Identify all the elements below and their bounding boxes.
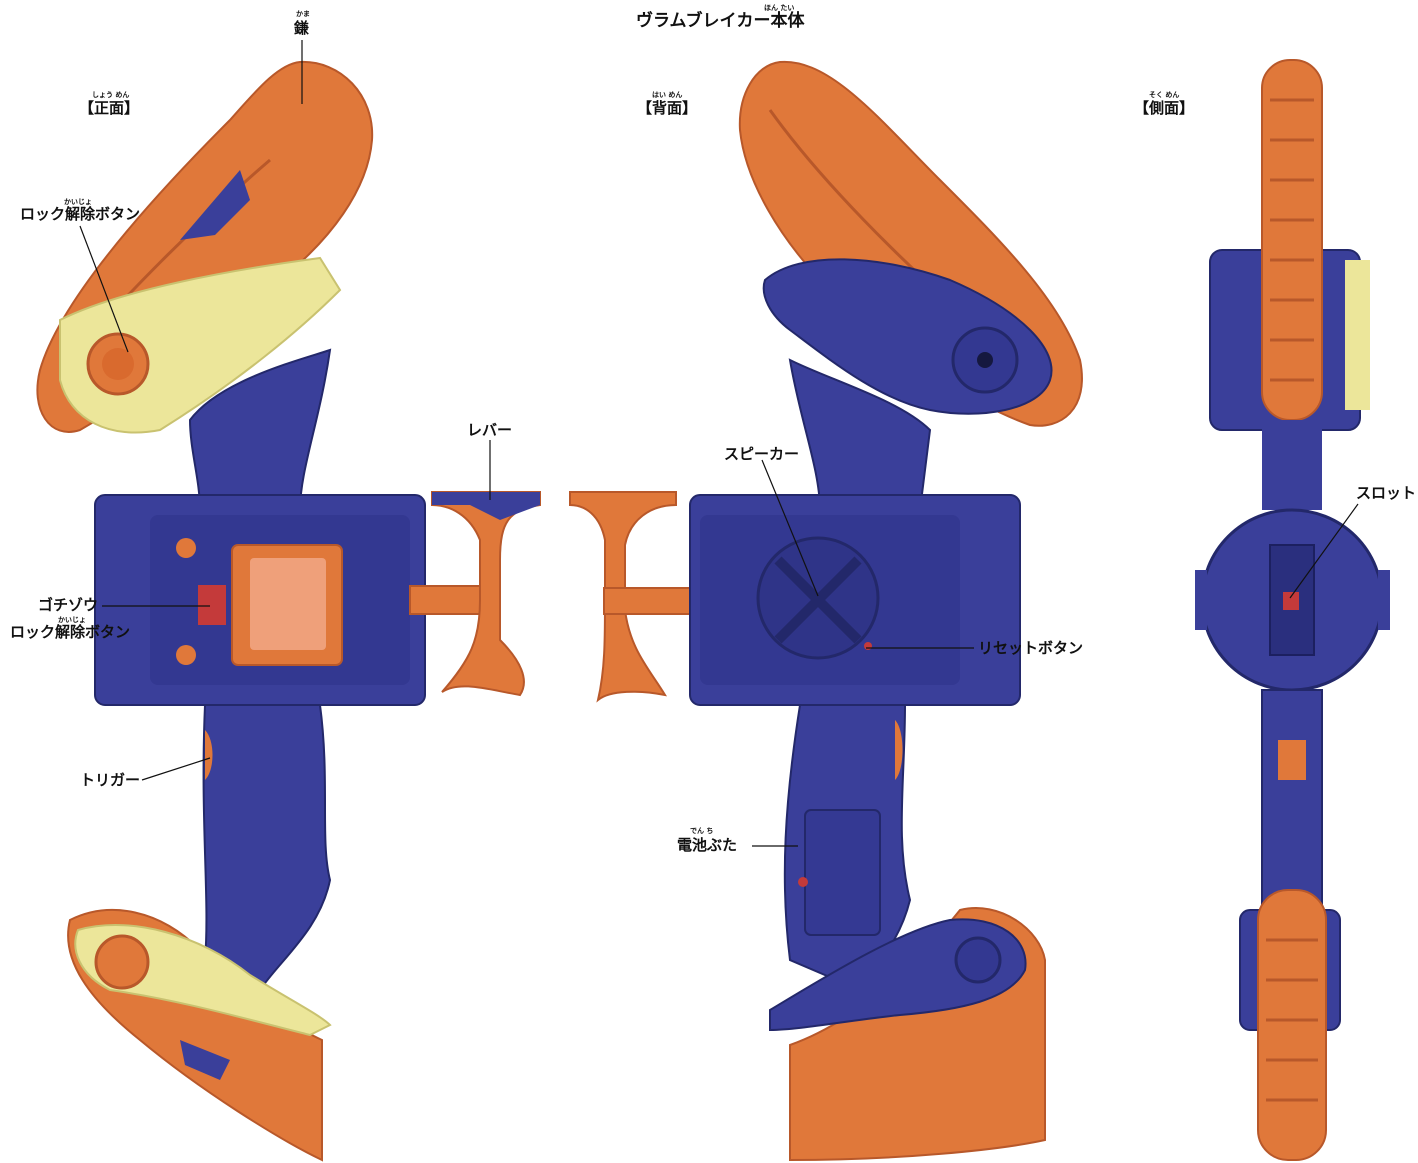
kama-ruby: かま bbox=[296, 10, 310, 18]
side-lower-blade bbox=[1258, 890, 1326, 1160]
reset-button-label: リセットボタン bbox=[978, 640, 1083, 657]
page-title: ヴラムブレイカー本体 bbox=[636, 11, 804, 31]
view-back-label: 【背面】 bbox=[637, 100, 697, 117]
speaker-label: スピーカー bbox=[724, 446, 799, 463]
view-side-ruby: そく めん bbox=[1149, 91, 1179, 99]
view-side-label: 【側面】 bbox=[1134, 100, 1194, 117]
view-front-label: 【正面】 bbox=[79, 100, 139, 117]
slot-label: スロット bbox=[1356, 485, 1416, 502]
battery-cover-label: 電池ぶた bbox=[677, 837, 737, 854]
view-back-ruby: はい めん bbox=[652, 91, 682, 99]
leader-trigger bbox=[142, 758, 210, 780]
lock-release-label: ロック解除ボタン bbox=[20, 206, 140, 223]
trigger-label: トリガー bbox=[80, 772, 140, 789]
view-front-ruby: しょう めん bbox=[92, 91, 129, 99]
battery-cover bbox=[805, 810, 880, 935]
side-upper-blade bbox=[1262, 60, 1322, 420]
front-lower-grip bbox=[204, 705, 330, 990]
kama-label: 鎌 bbox=[294, 20, 309, 37]
gochizo-label-line1: ゴチゾウ bbox=[38, 597, 98, 614]
lever-label: レバー bbox=[467, 422, 512, 439]
front-view-bow bbox=[37, 62, 490, 1160]
battery-ruby: でん ち bbox=[690, 827, 713, 835]
back-view-bow bbox=[690, 62, 1082, 1160]
gochizo-label-line2: ロック解除ボタン bbox=[10, 624, 130, 641]
side-view-bow bbox=[1195, 60, 1390, 1160]
